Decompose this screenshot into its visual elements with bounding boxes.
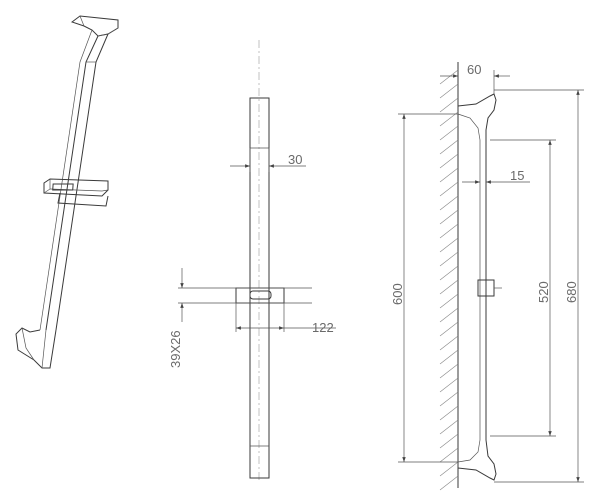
dim-slider-section: 39X26 xyxy=(168,330,183,368)
hatch-line xyxy=(439,153,459,169)
hatch-line xyxy=(439,307,459,323)
dim-bracket-depth: 15 xyxy=(510,168,524,183)
hatch-line xyxy=(439,335,459,351)
hatch-line xyxy=(439,195,459,211)
hatch-line xyxy=(439,279,459,295)
dim-slider-length: 122 xyxy=(312,320,334,335)
hatch-line xyxy=(439,433,459,449)
hatch-line xyxy=(439,363,459,379)
dim-bracket-spacing: 520 xyxy=(536,281,551,303)
hatch-line xyxy=(439,461,459,477)
front-view: 30 39X26 122 xyxy=(168,40,336,480)
hatch-line xyxy=(439,97,459,113)
dim-bar-length: 600 xyxy=(390,283,405,305)
dim-wall-offset: 60 xyxy=(467,62,481,77)
hatch-line xyxy=(439,69,459,85)
hatch-line xyxy=(439,475,459,491)
dim-bar-width: 30 xyxy=(288,152,302,167)
hatch-line xyxy=(439,237,459,253)
dim-total-height: 680 xyxy=(564,281,579,303)
hatch-line xyxy=(439,181,459,197)
hatch-line xyxy=(439,293,459,309)
hatch-line xyxy=(439,419,459,435)
isometric-view xyxy=(15,15,119,369)
hatch-line xyxy=(439,265,459,281)
hatch-line xyxy=(439,223,459,239)
hatch-line xyxy=(439,167,459,183)
hatch-line xyxy=(439,321,459,337)
wall-hatching xyxy=(439,69,459,491)
hatch-line xyxy=(439,377,459,393)
hatch-line xyxy=(439,251,459,267)
hatch-line xyxy=(439,83,459,99)
side-view: 60 15 600 520 680 xyxy=(390,62,584,491)
hatch-line xyxy=(439,125,459,141)
hatch-line xyxy=(439,391,459,407)
hatch-line xyxy=(439,209,459,225)
hatch-line xyxy=(439,139,459,155)
hatch-line xyxy=(439,405,459,421)
hatch-line xyxy=(439,447,459,463)
hatch-line xyxy=(439,349,459,365)
